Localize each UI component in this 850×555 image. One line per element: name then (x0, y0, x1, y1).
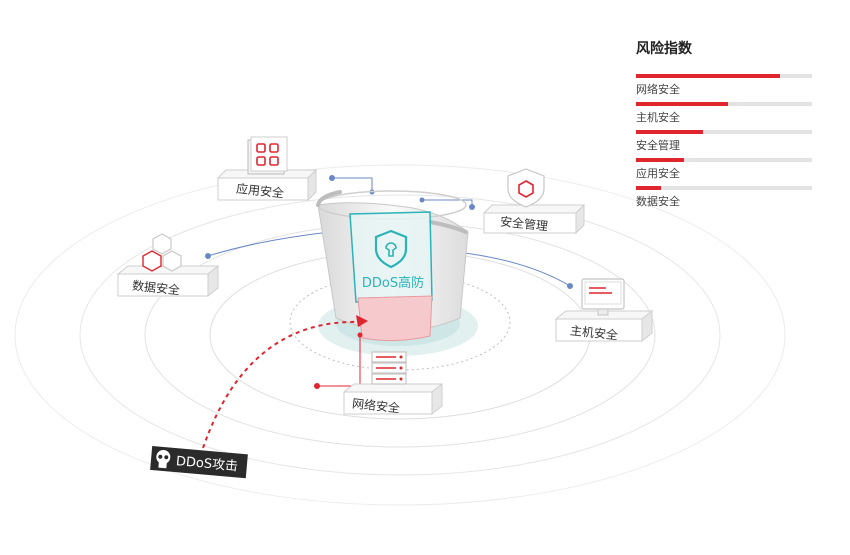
grid-apps-icon (247, 136, 288, 175)
risk-row: 主机安全 (636, 102, 812, 130)
server-rack-icon (371, 351, 407, 385)
risk-bar-fill (636, 186, 661, 190)
monitor-icon (581, 278, 625, 316)
risk-bar-track (636, 74, 812, 78)
node-label: 网络安全 (351, 396, 400, 416)
node-label: 数据安全 (131, 278, 180, 298)
risk-index-panel: 风险指数 网络安全主机安全安全管理应用安全数据安全 (636, 40, 812, 214)
risk-row: 应用安全 (636, 158, 812, 186)
risk-list: 网络安全主机安全安全管理应用安全数据安全 (636, 74, 812, 214)
shield-hexagon-icon (507, 168, 545, 208)
risk-bar-fill (636, 130, 703, 134)
risk-label: 应用安全 (636, 167, 680, 180)
node-app-security[interactable]: 应用安全 (216, 136, 318, 202)
node-host-security[interactable]: 主机安全 (554, 278, 654, 343)
ddos-bucket: DDoS高防 (316, 190, 469, 342)
center-label: DDoS高防 (362, 275, 424, 291)
node-label: 安全管理 (499, 214, 548, 234)
node-security-management[interactable]: 安全管理 (482, 168, 586, 235)
risk-row: 网络安全 (636, 74, 812, 102)
risk-bar-fill (636, 74, 781, 78)
node-label: 主机安全 (569, 323, 618, 343)
risk-label: 网络安全 (636, 83, 680, 96)
ddos-attack-badge[interactable]: DDoS攻击 (150, 445, 248, 479)
shield-icon (374, 229, 408, 269)
risk-row: 数据安全 (636, 186, 812, 214)
hexagon-cluster-icon (142, 233, 182, 272)
risk-row: 安全管理 (636, 130, 812, 158)
node-label: 应用安全 (235, 181, 284, 201)
skull-icon (156, 449, 171, 469)
connector-dots (205, 175, 573, 289)
risk-bar-fill (636, 102, 728, 106)
attack-label: DDoS攻击 (175, 454, 238, 474)
risk-label: 主机安全 (636, 111, 680, 124)
risk-bar-track (636, 130, 812, 134)
risk-panel-title: 风险指数 (636, 41, 692, 57)
risk-bar-fill (636, 158, 684, 162)
risk-bar-track (636, 158, 812, 162)
risk-label: 数据安全 (636, 195, 680, 208)
risk-label: 安全管理 (636, 139, 680, 152)
node-network-security[interactable]: 网络安全 (342, 351, 444, 416)
attack-path (202, 315, 368, 449)
risk-bar-track (636, 186, 812, 190)
risk-bar-track (636, 102, 812, 106)
node-data-security[interactable]: 数据安全 (116, 233, 220, 298)
